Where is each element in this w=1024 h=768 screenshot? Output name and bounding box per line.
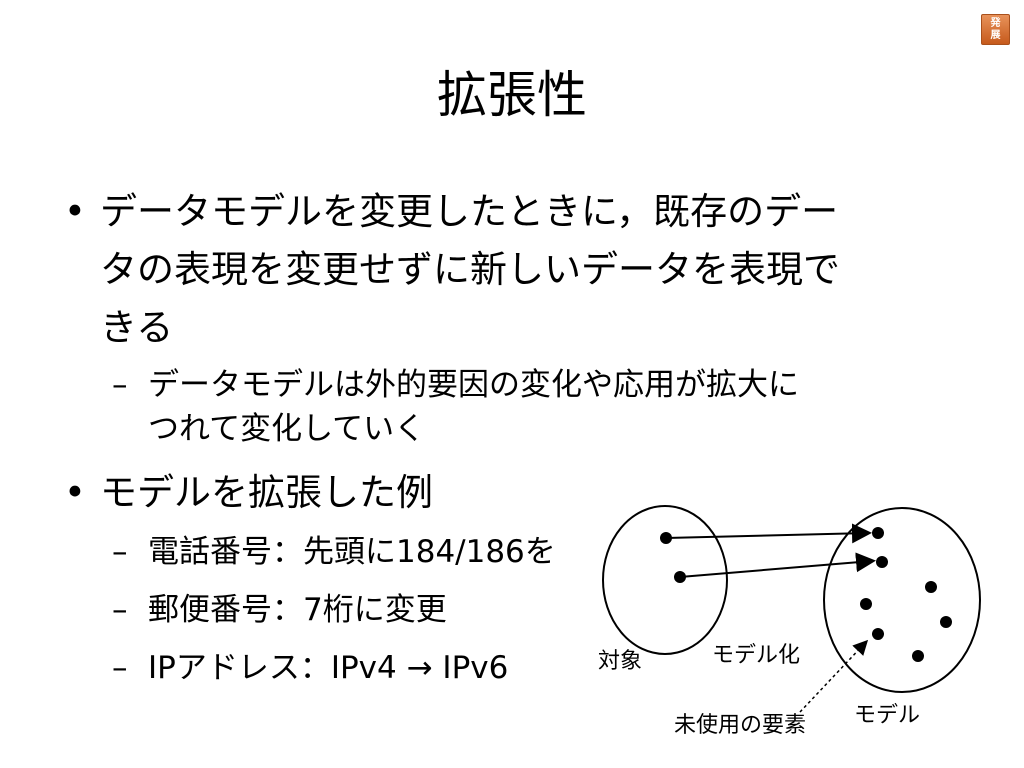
dash-symbol: – [112, 650, 128, 686]
unused-pointer-arrow [799, 639, 869, 713]
slide-title: 拡張性 [437, 66, 587, 124]
model-point [860, 598, 872, 610]
dash-symbol: – [112, 367, 128, 403]
sub-bullet-line: 電話番号：先頭に184/186を [148, 534, 556, 570]
sub-bullet-item: – 郵便番号：7桁に変更 [112, 588, 447, 632]
bullet-line: データモデルを変更したときに，既存のデー [100, 190, 839, 233]
bullet-line: モデルを拡張した例 [100, 471, 433, 514]
label-modeling: モデル化 [712, 643, 800, 668]
model-point [940, 616, 952, 628]
bullet-symbol: • [64, 190, 86, 233]
sub-bullet-line: 郵便番号：7桁に変更 [148, 592, 447, 628]
model-point [876, 556, 888, 568]
label-unused: 未使用の要素 [674, 713, 806, 738]
label-model: モデル [854, 703, 920, 728]
object-ellipse [602, 505, 728, 655]
mapping-arrow [665, 523, 872, 544]
section-badge: 発 展 [981, 14, 1010, 45]
bullet-line: タの表現を変更せずに新しいデータを表現で [100, 248, 840, 291]
sub-bullet-line: データモデルは外的要因の変化や応用が拡大に [148, 367, 799, 403]
model-point [872, 628, 884, 640]
label-object: 対象 [598, 649, 642, 674]
model-point [872, 527, 884, 539]
bullet-item: • モデルを拡張した例 [64, 464, 433, 522]
bullet-line: きる [100, 306, 174, 349]
sub-bullet-line: IPアドレス：IPv4 → IPv6 [148, 650, 509, 686]
bullet-symbol: • [64, 471, 86, 514]
sub-bullet-item: – 電話番号：先頭に184/186を [112, 530, 556, 574]
model-point [925, 581, 937, 593]
dash-symbol: – [112, 592, 128, 628]
badge-line-2: 展 [990, 29, 1001, 41]
mapping-arrow [679, 552, 876, 578]
sub-bullet-item: – IPアドレス：IPv4 → IPv6 [112, 646, 509, 690]
sub-bullet-item: – データモデルは外的要因の変化や応用が拡大に つれて変化していく [112, 363, 799, 451]
model-point [912, 650, 924, 662]
bullet-item: • データモデルを変更したときに，既存のデー タの表現を変更せずに新しいデータを… [64, 183, 840, 357]
badge-line-1: 発 [990, 17, 1001, 29]
sub-bullet-line: つれて変化していく [148, 411, 426, 447]
dash-symbol: – [112, 534, 128, 570]
model-ellipse [823, 507, 981, 693]
